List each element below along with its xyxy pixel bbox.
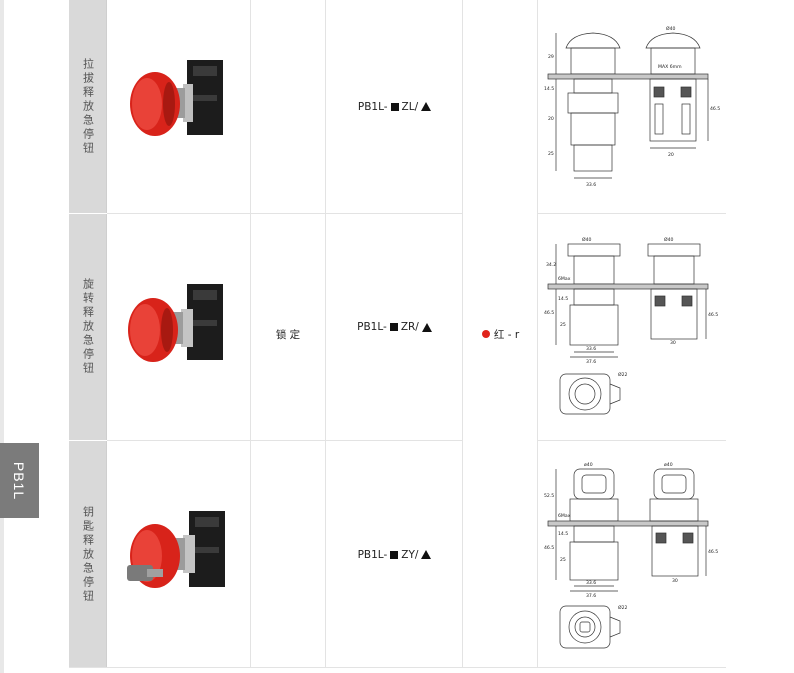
product-table: 拉拔释放急停钮 PB1L- ZL/ xyxy=(69,0,726,668)
row3-name: 钥匙释放急停钮 xyxy=(81,505,95,604)
triangle-placeholder-icon xyxy=(421,550,432,559)
row2-dim-d145: 14.5 xyxy=(558,296,568,302)
column-divider xyxy=(537,0,538,668)
row2-code-prefix: PB1L- xyxy=(357,321,387,333)
row3-dim-d336: 33.6 xyxy=(586,580,596,586)
color-cell: 红 - r xyxy=(463,0,538,668)
row3-dim-d376: 37.6 xyxy=(586,593,596,599)
row-divider xyxy=(538,440,726,441)
row2-dim-max: 6Max xyxy=(558,276,571,282)
row3-dim-d525: 52.5 xyxy=(544,493,554,499)
row1-code-suffix: ZL/ xyxy=(401,100,419,113)
function-label: 锁 定 xyxy=(275,328,301,341)
triangle-placeholder-icon xyxy=(421,322,432,332)
row1-dim-d336: 33.6 xyxy=(586,182,596,188)
row3-dimension-drawing: ø40 ø40 52.5 6Max 14.5 46.5 25 33.6 37.6… xyxy=(538,441,726,668)
column-divider xyxy=(325,0,326,668)
row2-product-photo xyxy=(107,214,250,440)
row1-code: PB1L- ZL/ xyxy=(326,0,463,213)
row3-dim-max: 6Max xyxy=(558,513,571,519)
row1-dim-d145: 14.5 xyxy=(544,86,554,92)
row2-code-suffix: ZR/ xyxy=(400,321,419,333)
square-placeholder-icon xyxy=(390,550,399,559)
row1-name-cell: 拉拔释放急停钮 xyxy=(69,0,107,213)
row3-product-photo xyxy=(107,441,250,668)
row1-product-photo xyxy=(107,0,250,213)
row2-dim-d465: 46.5 xyxy=(544,310,554,316)
key-release-button-image xyxy=(127,511,225,588)
square-placeholder-icon xyxy=(389,323,398,331)
row2-dim-d376: 37.6 xyxy=(586,359,596,365)
column-divider xyxy=(462,0,463,668)
twist-release-button-image xyxy=(128,284,223,362)
row2-dim-d465b: 46.5 xyxy=(708,312,718,318)
row-divider xyxy=(107,440,326,441)
row2-dim-d342: 34.2 xyxy=(546,262,556,268)
row3-code: PB1L- ZY/ xyxy=(326,441,463,668)
pull-release-button-image xyxy=(130,60,223,136)
row3-dim-d22: Ø22 xyxy=(618,604,628,611)
row3-dim-d40a: ø40 xyxy=(584,462,593,468)
row3-dim-d25: 25 xyxy=(560,557,566,563)
row-divider xyxy=(107,213,326,214)
row1-name: 拉拔释放急停钮 xyxy=(81,57,95,156)
row3-dim-d40b: ø40 xyxy=(664,462,673,468)
row2-code: PB1L- ZR/ xyxy=(326,214,463,440)
row1-dimension-drawing: Ø40 MAX 6mm 29 14.5 20 25 33.6 46.5 20 xyxy=(538,0,726,213)
row1-code-prefix: PB1L- xyxy=(357,100,388,113)
row2-name-cell: 旋转释放急停钮 xyxy=(69,214,107,440)
row3-dim-d30: 30 xyxy=(672,578,678,584)
color-label: 红 - r xyxy=(493,328,520,341)
triangle-placeholder-icon xyxy=(421,102,432,111)
square-placeholder-icon xyxy=(390,102,399,111)
row2-dim-d22: Ø22 xyxy=(618,371,628,378)
row-divider xyxy=(538,213,726,214)
row2-dim-d336: 33.6 xyxy=(586,346,596,352)
row1-dim-d40: Ø40 xyxy=(666,25,676,32)
row3-code-suffix: ZY/ xyxy=(401,548,419,561)
row1-dim-max: MAX 6mm xyxy=(658,64,682,70)
row3-name-cell: 钥匙释放急停钮 xyxy=(69,441,107,668)
row2-dimension-drawing: Ø40 Ø40 34.2 6Max 14.5 46.5 25 33.6 37.6… xyxy=(538,214,726,440)
function-cell: 锁 定 xyxy=(250,0,326,668)
left-edge-strip xyxy=(0,0,4,673)
table-bottom-border xyxy=(69,667,726,668)
column-divider xyxy=(250,0,251,668)
row3-dim-d465b: 46.5 xyxy=(708,549,718,555)
row3-code-prefix: PB1L- xyxy=(357,548,388,561)
row2-dim-d25: 25 xyxy=(560,322,566,328)
row2-dim-d40b: Ø40 xyxy=(664,236,674,243)
row1-dim-d465: 46.5 xyxy=(710,106,720,112)
row3-dim-d145: 14.5 xyxy=(558,531,568,537)
row2-dim-d30: 30 xyxy=(670,340,676,346)
row3-dim-d465: 46.5 xyxy=(544,545,554,551)
row1-dim-d25: 25 xyxy=(548,151,554,157)
row1-dim-d30: 20 xyxy=(668,152,674,158)
row2-dim-d40a: Ø40 xyxy=(582,236,592,243)
red-dot-icon xyxy=(481,330,490,338)
row-divider xyxy=(326,213,463,214)
row1-dim-d20: 20 xyxy=(548,116,554,122)
row2-name: 旋转释放急停钮 xyxy=(81,278,95,376)
series-tab: PB1L xyxy=(0,443,39,518)
row-divider xyxy=(326,440,463,441)
series-tab-label: PB1L xyxy=(11,461,28,500)
row1-dim-d29: 29 xyxy=(548,54,554,60)
